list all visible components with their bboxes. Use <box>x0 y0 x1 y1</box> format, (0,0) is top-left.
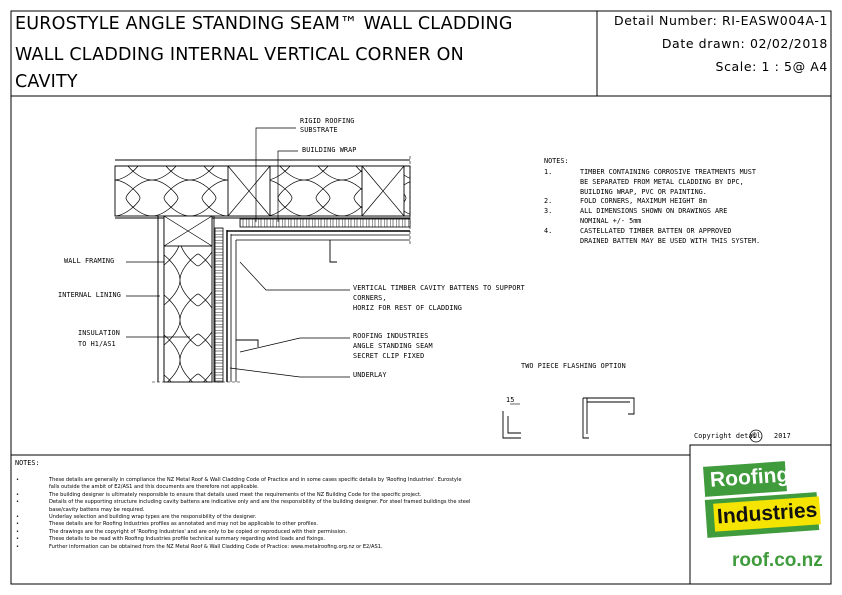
footer-note-text: base/cavity battens may be required. <box>49 506 145 513</box>
footer-note-line: • Further information can be obtained fro… <box>16 544 686 551</box>
footer-note-text: These details are for Roofing Industries… <box>49 521 318 528</box>
note-line: 3. ALL DIMENSIONS SHOWN ON DRAWINGS ARE <box>544 207 794 217</box>
copyright-symbol: © <box>752 431 757 440</box>
footer-note-text: These details are generally in complianc… <box>49 477 462 483</box>
footer-notes: • These details are generally in complian… <box>16 477 686 551</box>
footer-note-text: falls outside the ambit of E2/AS1 and th… <box>49 484 259 491</box>
leader-lines <box>126 127 350 378</box>
label-roofing-1: ROOFING INDUSTRIES <box>353 332 429 340</box>
footer-note-text: Further information can be obtained from… <box>49 543 383 550</box>
page-border <box>10 10 832 585</box>
label-two-piece: TWO PIECE FLASHING OPTION <box>521 362 626 370</box>
copyright-year: 2017 <box>774 432 791 440</box>
note-text: FOLD CORNERS, MAXIMUM HEIGHT 8m <box>580 197 707 206</box>
label-battens-1: VERTICAL TIMBER CAVITY BATTENS TO SUPPOR… <box>353 284 525 292</box>
detail-number: Detail Number: RI-EASW004A-1 <box>614 13 828 28</box>
label-wall-framing: WALL FRAMING <box>64 257 115 265</box>
footer-note-line: falls outside the ambit of E2/AS1 and th… <box>16 484 686 491</box>
date-drawn: Date drawn: 02/02/2018 <box>661 36 828 51</box>
note-text: BUILDING WRAP, PVC OR PAINTING. <box>580 187 707 196</box>
title-line-2: WALL CLADDING INTERNAL VERTICAL CORNER O… <box>15 45 464 65</box>
footer-bullet: • <box>16 543 20 550</box>
note-line: NOMINAL +/- 5mm <box>544 217 794 227</box>
footer-bullet: • <box>16 528 20 535</box>
label-building-wrap: BUILDING WRAP <box>302 146 357 154</box>
title-line-3: CAVITY <box>15 72 78 92</box>
footer-note-text: Underlay selection and building wrap typ… <box>49 514 257 521</box>
footer-note-text: The drawings are the copyright of 'Roofi… <box>49 528 347 535</box>
footer-bullet: • <box>16 477 20 483</box>
scale: Scale: 1 : 5@ A4 <box>715 59 828 74</box>
footer-note-line: • These details are generally in complian… <box>16 477 686 484</box>
label-insulation-1: INSULATION <box>78 329 120 337</box>
notes-list: 1. TIMBER CONTAINING CORROSIVE TREATMENTS… <box>544 168 794 246</box>
title-line-1: EUROSTYLE ANGLE STANDING SEAM™ WALL CLAD… <box>15 14 513 34</box>
note-text: DRAINED BATTEN MAY BE USED WITH THIS SYS… <box>580 236 761 245</box>
logo-panel <box>689 444 832 585</box>
footer-bullet: • <box>16 521 20 528</box>
label-battens-2: CORNERS, <box>353 294 387 302</box>
footer-heading: NOTES: <box>15 459 40 467</box>
label-dim-15: 15 <box>506 396 515 404</box>
footer-note-line: base/cavity battens may be required. <box>16 507 686 514</box>
label-internal-lining: INTERNAL LINING <box>58 291 121 299</box>
vertical-wall <box>152 215 259 383</box>
note-text: BE SEPARATED FROM METAL CLADDING BY DPC, <box>580 177 744 186</box>
notes-heading: NOTES: <box>544 157 569 165</box>
note-text: TIMBER CONTAINING CORROSIVE TREATMENTS M… <box>580 168 756 176</box>
footer-note-line: • These details are for Roofing Industrie… <box>16 521 686 528</box>
note-line: 2. FOLD CORNERS, MAXIMUM HEIGHT 8m <box>544 197 794 207</box>
flashing-option <box>502 397 635 439</box>
label-battens-3: HORIZ FOR REST OF CLADDING <box>353 304 462 312</box>
footer-note-text: The building designer is ultimately resp… <box>49 491 422 498</box>
footer-note-text: Details of the supporting structure incl… <box>49 499 471 506</box>
note-line: 4. CASTELLATED TIMBER BATTEN OR APPROVED <box>544 227 794 237</box>
label-underlay: UNDERLAY <box>353 371 387 379</box>
copyright-label: Copyright detail <box>694 432 762 440</box>
company-logo: Roofing Industries roof.co.nz <box>702 460 823 578</box>
copyright-circle <box>749 429 763 443</box>
footer-note-line: • The drawings are the copyright of 'Roof… <box>16 529 686 536</box>
note-number: 1. <box>544 168 553 176</box>
note-text: NOMINAL +/- 5mm <box>580 216 642 225</box>
label-rigid-roofing: RIGID ROOFING <box>300 117 355 125</box>
note-line: BE SEPARATED FROM METAL CLADDING BY DPC, <box>544 178 794 188</box>
footer-bullet: • <box>16 499 20 506</box>
label-roofing-3: SECRET CLIP FIXED <box>353 352 425 360</box>
note-text: ALL DIMENSIONS SHOWN ON DRAWINGS ARE <box>580 207 728 216</box>
footer-note-text: These details to be read with Roofing In… <box>49 536 326 543</box>
note-number: 3. <box>544 207 553 216</box>
label-substrate: SUBSTRATE <box>300 126 338 134</box>
note-line: DRAINED BATTEN MAY BE USED WITH THIS SYS… <box>544 237 794 247</box>
label-insulation-2: TO H1/AS1 <box>78 340 116 348</box>
logo-url: roof.co.nz <box>732 550 823 571</box>
note-text: CASTELLATED TIMBER BATTEN OR APPROVED <box>580 226 732 235</box>
footer-note-line: • The building designer is ultimately res… <box>16 492 686 499</box>
horizontal-wall <box>114 156 411 263</box>
note-number: 4. <box>544 226 553 235</box>
note-line: BUILDING WRAP, PVC OR PAINTING. <box>544 188 794 198</box>
note-number: 2. <box>544 197 553 206</box>
label-roofing-2: ANGLE STANDING SEAM <box>353 342 433 350</box>
note-line: 1. TIMBER CONTAINING CORROSIVE TREATMENTS… <box>544 168 794 178</box>
footer-bullet: • <box>16 491 20 498</box>
footer-note-line: • These details to be read with Roofing I… <box>16 536 686 543</box>
footer-note-line: • Details of the supporting structure inc… <box>16 499 686 506</box>
footer-note-line: • Underlay selection and building wrap ty… <box>16 514 686 521</box>
footer-bullet: • <box>16 514 20 521</box>
footer-bullet: • <box>16 536 20 543</box>
